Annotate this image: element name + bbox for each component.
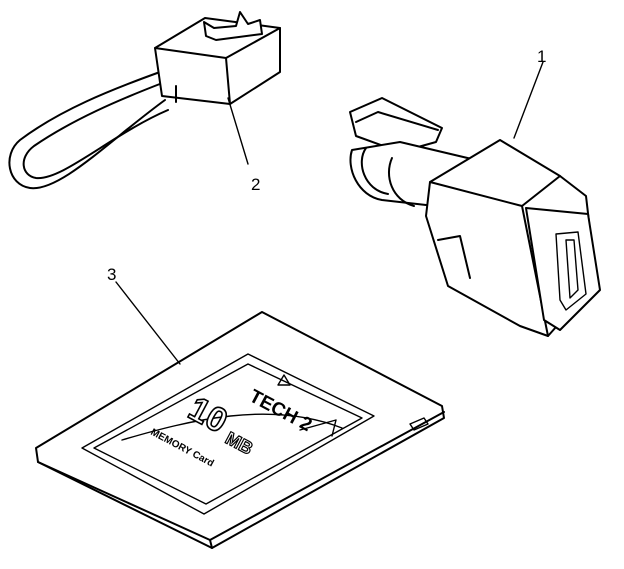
leader-line-2 bbox=[227, 97, 249, 165]
triangle-mark-icon bbox=[277, 374, 291, 386]
leader-line-1 bbox=[513, 61, 544, 139]
callout-1: 1 bbox=[537, 47, 546, 66]
memory-card: TECH 2 10 MB MEMORY Card bbox=[35, 311, 445, 549]
dlc-adapter bbox=[349, 97, 601, 337]
loopback-plug bbox=[8, 11, 281, 190]
callout-3: 3 bbox=[107, 265, 116, 284]
callout-2: 2 bbox=[251, 175, 260, 194]
leader-line-3 bbox=[115, 281, 181, 365]
leader-lines bbox=[115, 61, 544, 365]
